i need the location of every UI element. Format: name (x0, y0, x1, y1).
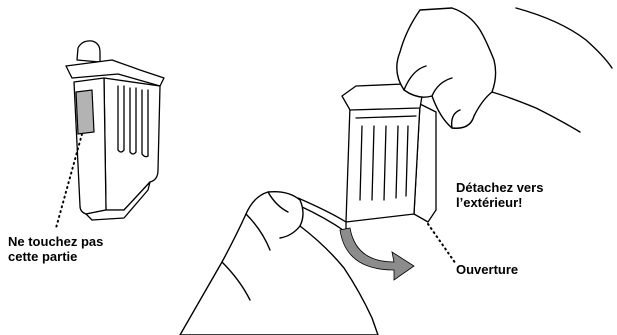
detach-label-line1: Détachez vers (456, 180, 544, 195)
upper-hand (396, 7, 613, 133)
contact-strip (75, 89, 95, 135)
detach-label-line2: l’extérieur! (456, 195, 523, 210)
no-touch-label-line1: Ne touchez pas (8, 234, 104, 249)
no-touch-label-line2: cette partie (8, 249, 78, 264)
no-touch-label: Ne touchez pas cette partie (8, 234, 103, 264)
right-ink-cartridge (297, 83, 437, 233)
detach-outward-label: Détachez vers l’extérieur! (456, 180, 543, 210)
opening-leader (427, 223, 457, 265)
no-touch-leader (55, 133, 83, 229)
opening-label: Ouverture (456, 262, 519, 277)
lower-hand (179, 190, 379, 335)
left-ink-cartridge (65, 40, 165, 221)
pull-direction-arrow (339, 227, 415, 281)
